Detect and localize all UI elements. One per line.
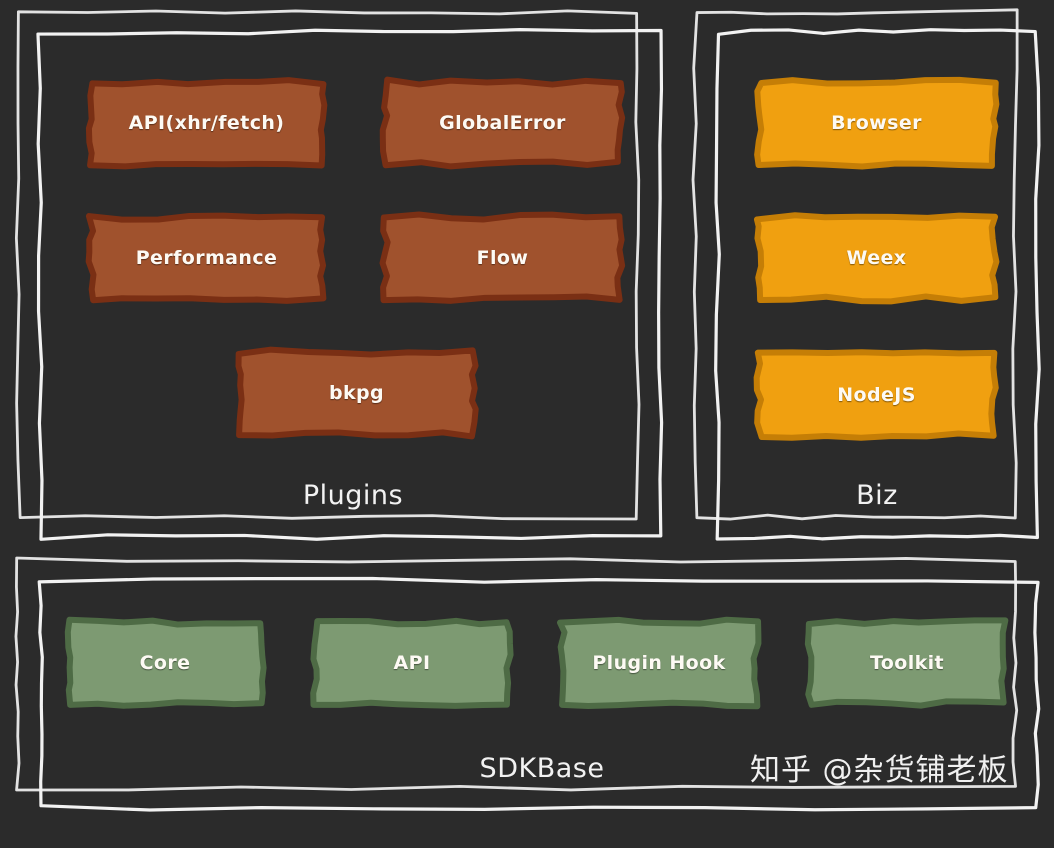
block-shape	[753, 212, 1000, 305]
block-shape	[85, 77, 328, 170]
block-shape	[379, 76, 626, 170]
block-biz-0[interactable]: Browser	[754, 76, 1000, 170]
block-label: Core	[139, 652, 191, 674]
block-plugins-4[interactable]: bkpg	[235, 346, 479, 440]
block-shape	[804, 617, 1009, 709]
block-sdkbase-3[interactable]: Toolkit	[804, 617, 1009, 709]
block-sdkbase-2[interactable]: Plugin Hook	[557, 616, 762, 710]
block-shape	[557, 616, 762, 710]
block-shape	[379, 211, 626, 304]
block-label: NodeJS	[837, 384, 916, 406]
block-shape	[235, 346, 479, 440]
block-biz-1[interactable]: Weex	[753, 212, 1000, 305]
block-label: API	[393, 652, 431, 674]
block-label: Browser	[831, 112, 922, 134]
block-shape	[85, 212, 327, 304]
block-label: Flow	[476, 247, 529, 269]
block-shape	[64, 616, 267, 709]
watermark-text: 知乎 @杂货铺老板	[750, 753, 1009, 788]
block-label: GlobalError	[439, 112, 566, 134]
block-label: API(xhr/fetch)	[128, 112, 285, 134]
block-plugins-2[interactable]: Performance	[85, 212, 327, 304]
block-plugins-1[interactable]: GlobalError	[379, 76, 626, 170]
block-label: Weex	[846, 247, 907, 269]
panel-label-biz: Biz	[856, 480, 898, 511]
block-label: Toolkit	[869, 652, 945, 674]
block-plugins-0[interactable]: API(xhr/fetch)	[85, 77, 328, 170]
block-sdkbase-0[interactable]: Core	[64, 616, 267, 709]
block-shape	[753, 349, 999, 441]
block-biz-2[interactable]: NodeJS	[753, 349, 999, 441]
block-shape	[754, 76, 1000, 170]
panel-label-sdkbase: SDKBase	[479, 753, 605, 784]
block-plugins-3[interactable]: Flow	[379, 211, 626, 304]
block-label: bkpg	[328, 382, 385, 404]
panel-label-plugins: Plugins	[302, 480, 404, 511]
block-label: Performance	[135, 247, 278, 269]
block-shape	[310, 617, 514, 709]
block-label: Plugin Hook	[592, 652, 726, 674]
block-sdkbase-1[interactable]: API	[310, 617, 514, 709]
